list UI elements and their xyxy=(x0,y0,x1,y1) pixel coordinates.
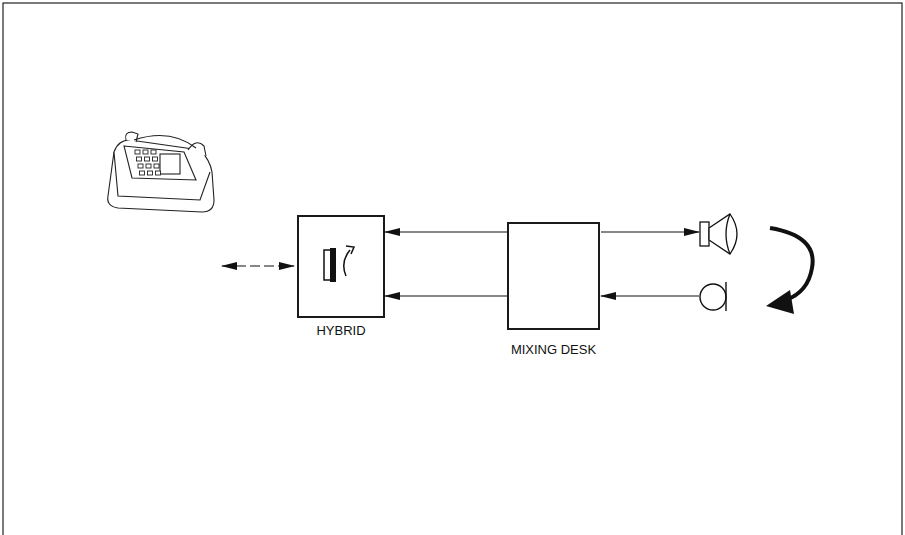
keypad-key xyxy=(138,164,143,168)
telephone-line xyxy=(222,265,294,266)
desk-to-hybrid-line xyxy=(385,295,507,296)
box-label: HYBRID xyxy=(316,324,365,338)
telephone-illustration xyxy=(108,132,214,212)
hybrid-box: HYBRID xyxy=(297,215,385,318)
keypad-key xyxy=(137,157,142,161)
page-frame xyxy=(3,3,902,535)
desk-to-hybrid-line xyxy=(385,231,507,232)
desk-to-speaker-line xyxy=(601,231,699,232)
keypad-key xyxy=(156,171,161,175)
keypad-key xyxy=(146,164,151,168)
keypad-key xyxy=(140,171,145,175)
keypad-key xyxy=(148,171,153,175)
keypad-key xyxy=(143,150,148,154)
loudspeaker-symbol xyxy=(700,214,737,254)
box-label: MIXING DESK xyxy=(511,343,596,357)
microphone-symbol xyxy=(700,282,726,311)
keypad-key xyxy=(145,157,150,161)
microphone-to-desk-line xyxy=(601,295,699,296)
keypad-key xyxy=(154,164,159,168)
hybrid-symbol xyxy=(324,246,354,282)
keypad-key xyxy=(151,150,156,154)
keypad-key xyxy=(153,157,158,161)
keypad-key xyxy=(135,150,140,154)
mixing-desk-box: MIXING DESK xyxy=(507,222,600,330)
feedback-arrow xyxy=(766,228,813,314)
